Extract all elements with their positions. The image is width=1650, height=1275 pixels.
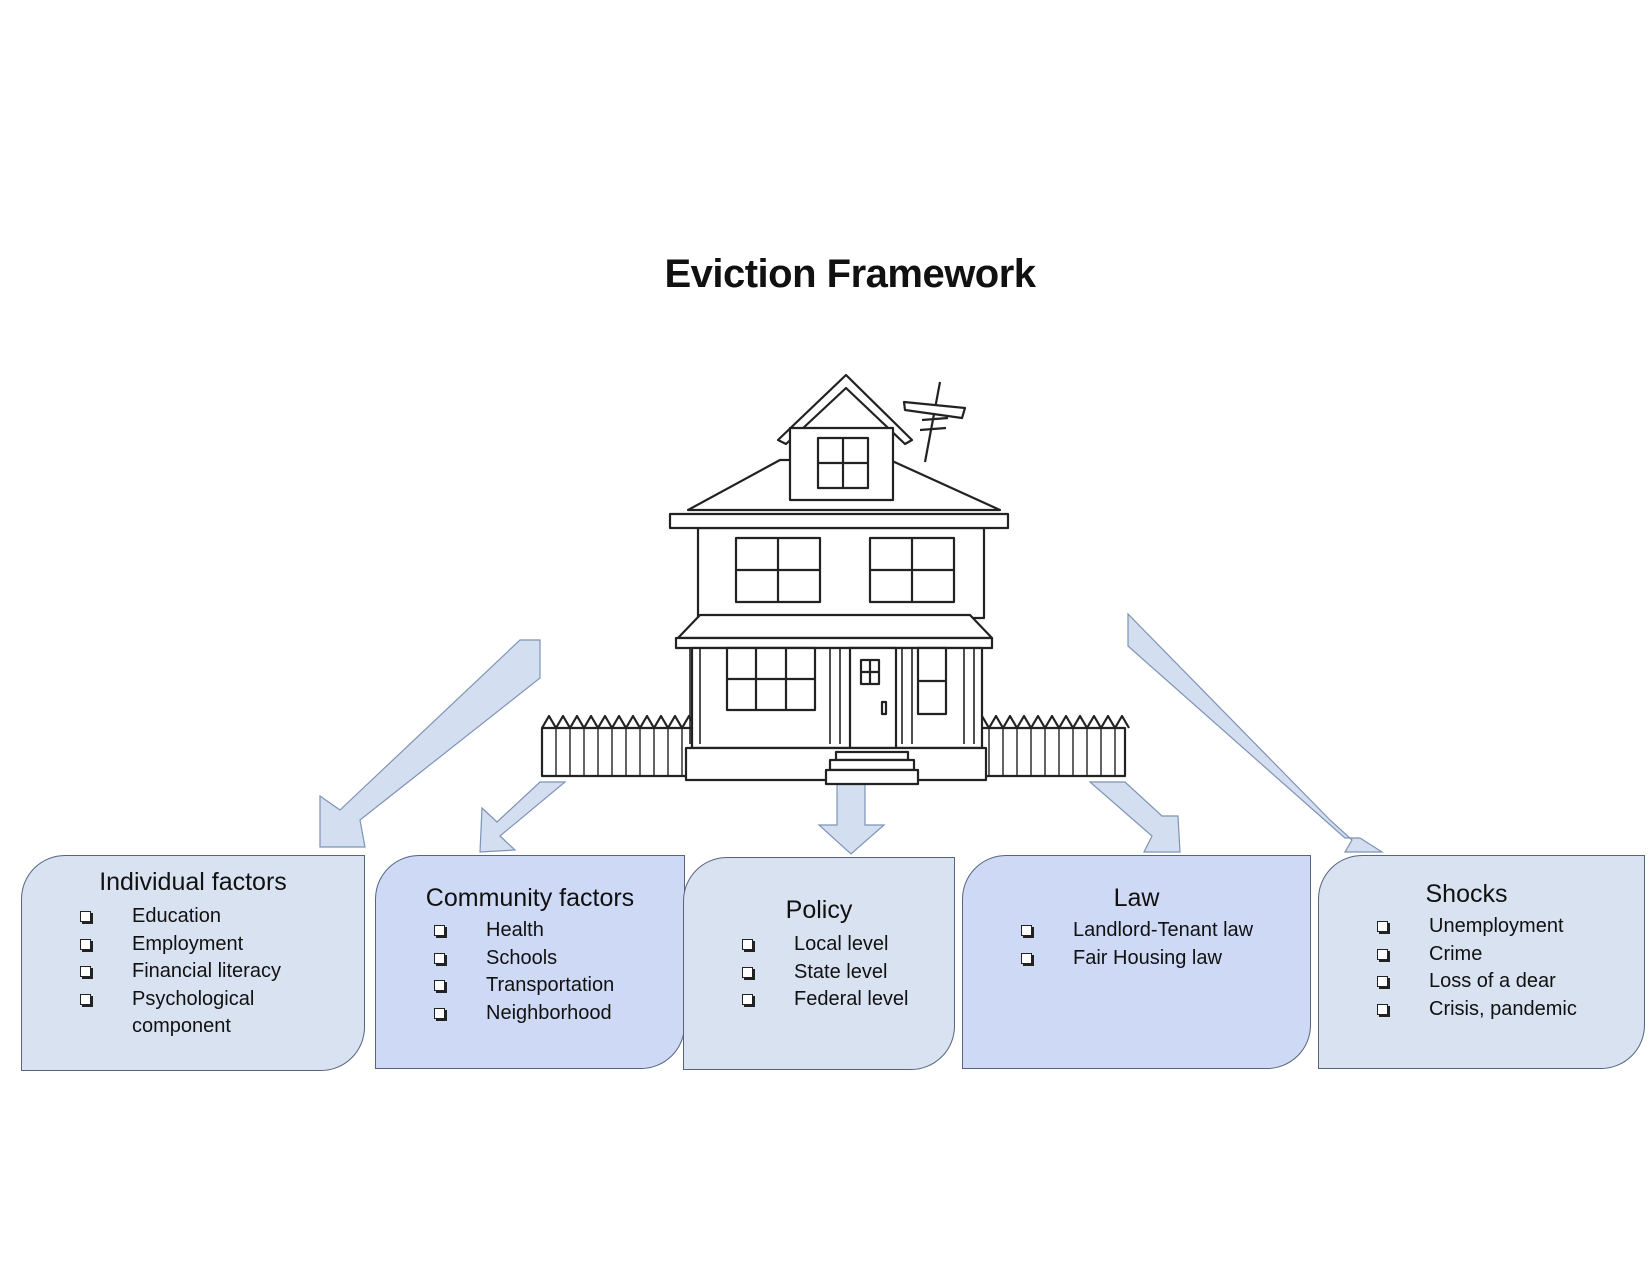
list-item: Landlord-Tenant law xyxy=(963,917,1310,945)
checkbox-bullet-icon xyxy=(1377,976,1388,987)
list-item: Loss of a dear xyxy=(1319,968,1644,996)
checkbox-bullet-icon xyxy=(742,966,753,978)
checkbox-bullet-icon xyxy=(80,938,91,950)
arrow-icon xyxy=(1127,612,1385,853)
checkbox-bullet-icon xyxy=(742,939,753,950)
list-item: Neighborhood xyxy=(376,1000,684,1028)
list-item: Crisis, pandemic xyxy=(1319,996,1644,1024)
checkbox-bullet-icon xyxy=(1377,1003,1388,1015)
community-factors-box: Community factors Health Schools Transpo… xyxy=(375,855,685,1069)
list-item: Health xyxy=(376,917,684,945)
window-lower-left xyxy=(725,646,817,712)
box-heading: Individual factors xyxy=(99,868,287,896)
checkbox-bullet-icon xyxy=(434,1007,445,1019)
arrow-icon xyxy=(479,781,567,853)
item-list: Local level State level Federal level xyxy=(684,931,954,1014)
list-item: Federal level xyxy=(684,986,954,1014)
law-box: Law Landlord-Tenant law Fair Housing law xyxy=(962,855,1311,1069)
checkbox-bullet-icon xyxy=(80,911,91,922)
checkbox-bullet-icon xyxy=(1377,948,1388,960)
box-heading: Shocks xyxy=(1425,880,1508,908)
policy-box: Policy Local level State level Federal l… xyxy=(683,857,955,1070)
window-upper-right xyxy=(868,536,956,604)
arrows xyxy=(319,612,1385,855)
door xyxy=(848,646,898,750)
list-item: Financial literacy xyxy=(22,958,364,986)
item-list: Unemployment Crime Loss of a dear Crisis… xyxy=(1319,913,1644,1023)
shocks-box: Shocks Unemployment Crime Loss of a dear… xyxy=(1318,855,1645,1069)
list-item: Transportation xyxy=(376,972,684,1000)
list-item: Psychological component xyxy=(22,986,364,1041)
fence-right xyxy=(973,714,1130,778)
checkbox-bullet-icon xyxy=(1021,952,1032,964)
arrow-icon xyxy=(319,639,541,848)
item-list: Landlord-Tenant law Fair Housing law xyxy=(963,917,1310,972)
box-heading: Policy xyxy=(785,896,853,924)
checkbox-bullet-icon xyxy=(80,966,91,977)
checkbox-bullet-icon xyxy=(1021,925,1032,936)
checkbox-bullet-icon xyxy=(742,994,753,1005)
house-illustration xyxy=(540,373,1130,786)
checkbox-bullet-icon xyxy=(1377,921,1388,932)
individual-factors-box: Individual factors Education Employment … xyxy=(21,855,365,1071)
checkbox-bullet-icon xyxy=(434,980,445,991)
arrow-icon xyxy=(1088,781,1181,853)
fence-left xyxy=(540,714,697,778)
list-item: State level xyxy=(684,959,954,987)
list-item: Schools xyxy=(376,945,684,973)
item-list: Education Employment Financial literacy … xyxy=(22,903,364,1041)
list-item: Fair Housing law xyxy=(963,945,1310,973)
list-item: Unemployment xyxy=(1319,913,1644,941)
checkbox-bullet-icon xyxy=(434,925,445,936)
box-heading: Community factors xyxy=(425,884,635,912)
list-item: Local level xyxy=(684,931,954,959)
list-item: Crime xyxy=(1319,941,1644,969)
list-item: Education xyxy=(22,903,364,931)
box-heading: Law xyxy=(1113,884,1160,912)
list-item: Employment xyxy=(22,931,364,959)
window-upper-left xyxy=(734,536,822,604)
diagram-title: Eviction Framework xyxy=(664,252,1036,296)
arrow-icon xyxy=(817,781,886,855)
checkbox-bullet-icon xyxy=(434,952,445,964)
checkbox-bullet-icon xyxy=(80,993,91,1005)
item-list: Health Schools Transportation Neighborho… xyxy=(376,917,684,1027)
